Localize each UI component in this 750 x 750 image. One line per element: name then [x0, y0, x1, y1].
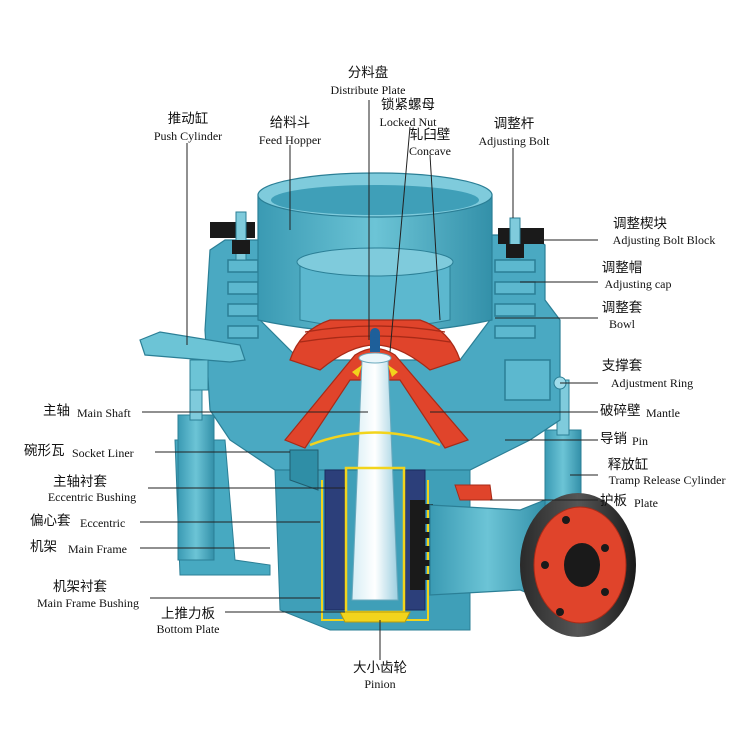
label-eccentric-zh: 偏心套	[30, 513, 71, 529]
label-push-cylinder-zh: 推动缸	[167, 111, 209, 127]
adjusting-bolt-block-left	[210, 222, 255, 238]
flow-arrow-right	[388, 365, 398, 377]
label-locked-nut-zh: 锁紧螺母	[381, 97, 435, 113]
adjusting-cap-right	[506, 244, 524, 258]
label-tramp-release-cylinder-en: Tramp Release Cylinder	[608, 473, 726, 487]
label-concave-zh: 轧臼壁	[409, 127, 451, 143]
label-main-shaft-zh: 主轴	[43, 403, 70, 419]
label-mantle-en: Mantle	[646, 406, 680, 420]
label-main-frame-bushing-en: Main Frame Bushing	[37, 596, 139, 610]
adjusting-bolt-block-right	[498, 228, 544, 244]
label-main-frame-en: Main Frame	[68, 542, 127, 556]
leader-lines	[140, 100, 598, 660]
label-pin-zh: 导销	[600, 431, 627, 447]
label-adjusting-cap-zh: 调整帽	[601, 260, 643, 276]
pinion-gear	[410, 500, 433, 590]
label-distribute-plate-en: Distribute Plate	[330, 83, 406, 97]
eccentric-left	[324, 469, 346, 611]
label-adjusting-bolt-block-zh: 调整楔块	[613, 216, 667, 232]
label-main-frame-zh: 机架	[30, 539, 57, 555]
label-eccentric-bushing-zh: 主轴衬套	[53, 474, 107, 490]
pulley-bolt	[556, 608, 564, 616]
label-adjusting-cap-en: Adjusting cap	[604, 277, 672, 291]
label-tramp-release-cylinder-zh: 释放缸	[607, 457, 649, 473]
socket	[289, 449, 319, 491]
label-socket-liner-zh: 碗形瓦	[24, 443, 65, 459]
feed-hopper-opening	[271, 185, 479, 215]
label-feed-hopper-en: Feed Hopper	[258, 133, 322, 147]
label-bowl-en: Bowl	[608, 317, 636, 331]
label-plate-zh: 护板	[600, 493, 627, 509]
label-pin-en: Pin	[632, 434, 649, 448]
push-cylinder-arm	[139, 331, 246, 363]
distribute-plate	[358, 352, 392, 364]
pulley-wheel-hub	[564, 543, 600, 587]
label-distribute-plate-zh: 分料盘	[347, 65, 389, 81]
locked-nut	[370, 334, 380, 352]
adjusting-cap-left	[232, 240, 250, 254]
pulley-bolt	[541, 561, 549, 569]
pulley-bolt	[562, 516, 570, 524]
label-adjustment-ring-zh: 支撑套	[601, 358, 643, 374]
housing-ribs-left	[227, 259, 259, 339]
label-eccentric-en: Eccentric	[80, 516, 126, 530]
label-feed-hopper-zh: 给料斗	[269, 115, 311, 131]
label-bowl-zh: 调整套	[601, 300, 643, 316]
label-socket-liner-en: Socket Liner	[72, 446, 134, 460]
label-bottom-plate-en: Bottom Plate	[156, 622, 220, 636]
label-adjusting-bolt-en: Adjusting Bolt	[478, 134, 550, 148]
locked-nut-cap	[370, 328, 380, 338]
label-concave-en: Concave	[409, 144, 451, 158]
plate	[454, 484, 493, 501]
label-plate-en: Plate	[634, 496, 658, 510]
label-adjusting-bolt-zh: 调整杆	[493, 116, 535, 132]
adjustment-ring-housing	[204, 234, 561, 471]
adjusting-bolt-left	[235, 211, 247, 261]
flow-arrow-left	[352, 365, 362, 377]
label-adjusting-bolt-block-en: Adjusting Bolt Block	[612, 233, 716, 247]
pulley-bolt	[601, 544, 609, 552]
label-push-cylinder-en: Push Cylinder	[153, 129, 223, 143]
label-mantle-zh: 破碎壁	[600, 403, 641, 419]
bowl-ring	[296, 247, 454, 277]
label-pinion-en: Pinion	[364, 677, 396, 691]
label-locked-nut-en: Locked Nut	[379, 115, 437, 129]
push-cylinder-body	[189, 359, 209, 391]
pulley-bolt	[601, 588, 609, 596]
label-pinion-zh: 大小齿轮	[353, 660, 407, 676]
label-bottom-plate-zh: 上推力板	[161, 606, 215, 622]
label-main-shaft-en: Main Shaft	[77, 406, 131, 420]
label-main-frame-bushing-zh: 机架衬套	[53, 579, 107, 595]
housing-ribs-right	[494, 259, 551, 401]
socket-liner	[309, 431, 441, 447]
bottom-plate	[339, 611, 411, 623]
label-adjustment-ring-en: Adjustment Ring	[610, 376, 694, 390]
label-eccentric-bushing-en: Eccentric Bushing	[47, 490, 137, 504]
